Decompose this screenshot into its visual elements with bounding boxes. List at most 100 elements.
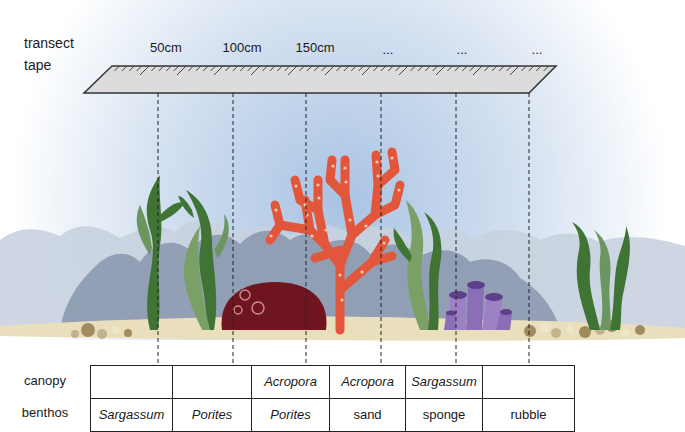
tick-mark — [447, 66, 452, 71]
row-header: canopy — [24, 374, 66, 389]
tick-mark — [262, 66, 267, 71]
row-header: benthos — [22, 406, 68, 421]
table-cell: Acropora — [341, 375, 394, 390]
sponge — [444, 281, 512, 330]
porites-coral — [222, 282, 327, 330]
tick-mark — [188, 66, 193, 71]
tick-mark — [196, 66, 201, 71]
distance-label: ... — [383, 43, 394, 58]
tick-mark — [270, 66, 275, 71]
tick-mark — [510, 66, 519, 75]
table-cell: rubble — [510, 408, 546, 423]
tick-mark — [177, 66, 186, 75]
water-glow — [0, 0, 685, 340]
tick-mark — [251, 66, 260, 75]
tick-mark — [433, 66, 438, 71]
tick-mark — [103, 66, 112, 75]
tick-mark — [410, 66, 415, 71]
polyp-dot — [390, 156, 393, 159]
tick-mark — [473, 66, 482, 75]
tick-mark — [240, 66, 245, 71]
tick-mark — [436, 66, 445, 75]
polyp-dot — [340, 298, 343, 301]
tick-mark — [288, 66, 297, 75]
tick-mark — [137, 66, 142, 71]
distance-label: ... — [532, 43, 543, 58]
tick-mark — [462, 66, 467, 71]
distance-label: 150cm — [295, 41, 334, 56]
tick-mark — [322, 66, 327, 71]
polyp-dot — [338, 273, 341, 276]
table-cell: Acropora — [264, 375, 317, 390]
tick-mark — [248, 66, 253, 71]
tick-mark — [151, 66, 156, 71]
axis-label: transect tape — [24, 32, 86, 77]
tick-mark — [470, 66, 475, 71]
sargassum — [394, 200, 630, 330]
polyp-dot — [382, 241, 385, 244]
tick-mark — [325, 66, 334, 75]
tick-mark — [299, 66, 304, 71]
tick-mark — [225, 66, 230, 71]
polyp-dot — [360, 270, 363, 273]
tick-mark — [536, 66, 541, 71]
tick-mark — [351, 66, 356, 71]
transect-points — [158, 93, 529, 366]
polyp-dot — [375, 160, 378, 163]
table-cell: Sargassum — [411, 375, 477, 390]
polyp-dot — [376, 174, 379, 177]
tick-mark — [233, 66, 238, 71]
tick-mark — [174, 66, 179, 71]
tick-mark — [166, 66, 171, 71]
tick-mark — [159, 66, 164, 71]
tick-mark — [211, 66, 216, 71]
table-cell: Porites — [270, 408, 310, 423]
tick-mark — [373, 66, 378, 71]
sargassum — [137, 175, 229, 330]
polyp-dot — [331, 164, 334, 167]
tick-mark — [381, 66, 386, 71]
tick-mark — [140, 66, 149, 75]
reef-silhouette-dark — [60, 231, 560, 330]
tick-mark — [307, 66, 312, 71]
tape-ticks — [103, 66, 549, 75]
tick-mark — [336, 66, 341, 71]
distance-label: 100cm — [222, 41, 261, 56]
polyp-dot — [343, 166, 346, 169]
table-cell: Porites — [192, 408, 232, 423]
tick-mark — [214, 66, 223, 75]
polyp-dot — [364, 224, 367, 227]
tick-mark — [499, 66, 504, 71]
table-cell: Sargassum — [99, 408, 165, 423]
tick-mark — [507, 66, 512, 71]
table-cell: sponge — [423, 408, 466, 423]
tick-mark — [544, 66, 549, 71]
tick-mark — [344, 66, 349, 71]
tick-mark — [529, 66, 534, 71]
polyp-dot — [316, 183, 319, 186]
polyp-dot — [324, 228, 327, 231]
tick-mark — [203, 66, 208, 71]
tick-mark — [359, 66, 364, 71]
tick-mark — [399, 66, 408, 75]
polyp-dot — [274, 208, 277, 211]
tick-mark — [388, 66, 393, 71]
tick-mark — [129, 66, 134, 71]
tick-mark — [455, 66, 460, 71]
distance-label: ... — [457, 43, 468, 58]
table-cell: sand — [353, 408, 381, 423]
tick-mark — [285, 66, 290, 71]
tick-mark — [492, 66, 497, 71]
tick-mark — [362, 66, 371, 75]
transect-tape — [84, 66, 556, 93]
polyp-dot — [397, 188, 400, 191]
tick-mark — [122, 66, 127, 71]
polyp-dot — [269, 234, 272, 237]
tick-mark — [396, 66, 401, 71]
tick-mark — [425, 66, 430, 71]
data-table — [90, 365, 575, 432]
tick-mark — [484, 66, 489, 71]
tick-mark — [114, 66, 119, 71]
